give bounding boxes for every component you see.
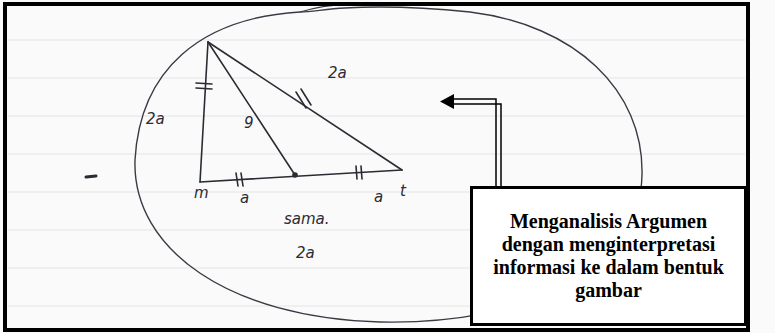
median-label: 9 bbox=[244, 116, 254, 131]
base-length: 2a bbox=[296, 246, 315, 261]
callout-text: Menganalisis Argumen dengan menginterpre… bbox=[493, 210, 724, 301]
segment-length: a bbox=[240, 191, 249, 206]
note: sama. bbox=[284, 212, 330, 227]
segment-length: a bbox=[374, 190, 383, 205]
vertex-label: t bbox=[400, 184, 406, 199]
callout-box: Menganalisis Argumen dengan menginterpre… bbox=[470, 186, 747, 326]
side-length: 2a bbox=[146, 112, 165, 127]
side-length: 2a bbox=[328, 66, 347, 81]
vertex-label: m bbox=[194, 186, 209, 201]
